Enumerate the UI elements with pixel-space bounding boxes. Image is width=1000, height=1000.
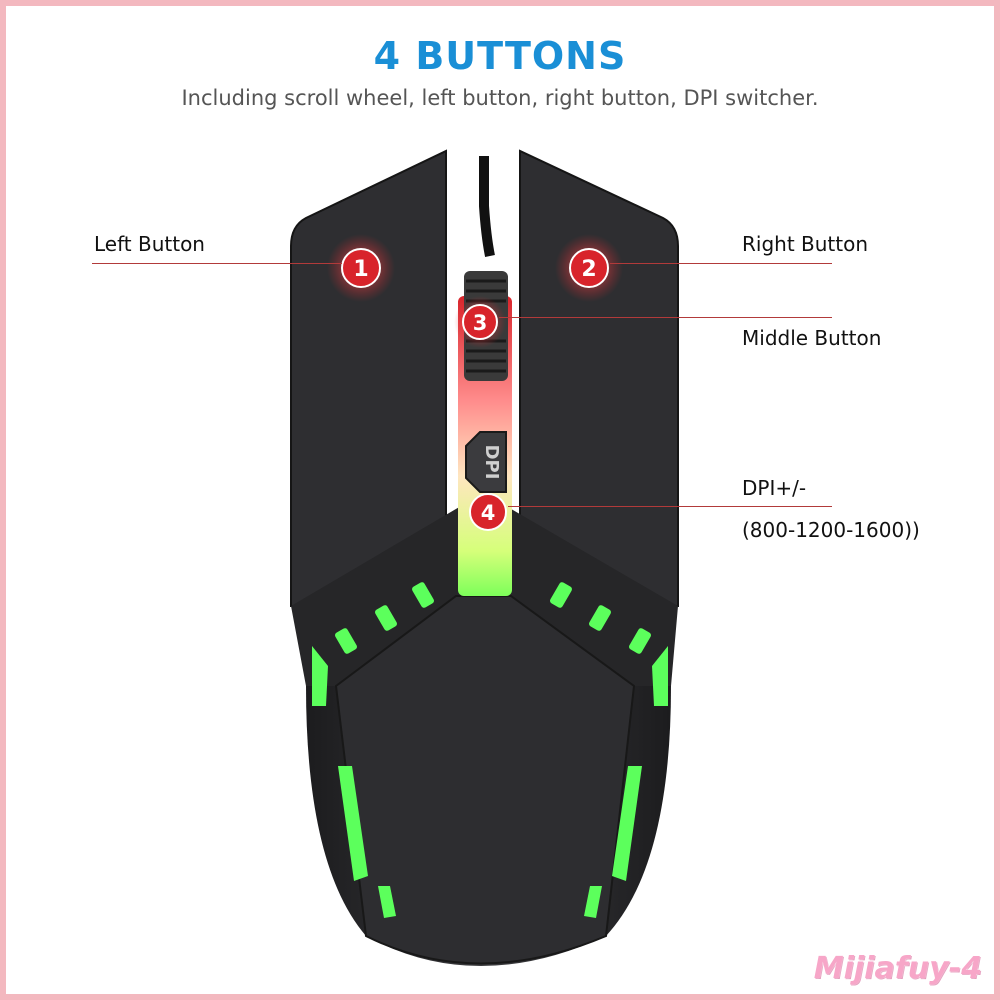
mouse-cable — [479, 156, 495, 257]
callout-line-right — [610, 263, 832, 264]
page-title: 4 BUTTONS — [373, 34, 627, 78]
palm-rest — [334, 595, 636, 965]
middle-button-label: Middle Button — [742, 326, 882, 350]
page-subtitle: Including scroll wheel, left button, rig… — [181, 86, 819, 110]
callout-badge-3: 3 — [462, 304, 498, 340]
gaming-mouse-illustration: DPI 1 2 — [290, 149, 679, 966]
dpi-button-label: DPI — [481, 445, 502, 480]
led-lights — [312, 582, 668, 918]
callout-badge-2: 2 — [569, 248, 609, 288]
product-image-frame: 4 BUTTONS Including scroll wheel, left b… — [6, 6, 994, 994]
left-button-label: Left Button — [94, 232, 205, 256]
right-button-label: Right Button — [742, 232, 869, 256]
callout-line-left — [92, 263, 342, 264]
dpi-label: DPI+/- — [742, 476, 807, 500]
shop-watermark: Mijiafuy-4 — [813, 951, 982, 986]
dpi-range-label: (800-1200-1600)) — [742, 518, 920, 542]
callout-badge-4: 4 — [469, 493, 507, 531]
dpi-button: DPI — [465, 431, 507, 493]
lower-left-panel — [291, 506, 461, 686]
svg-text:4: 4 — [481, 501, 496, 525]
callout-line-dpi — [508, 506, 832, 507]
svg-text:1: 1 — [353, 257, 368, 282]
callout-line-middle — [499, 317, 832, 318]
svg-text:3: 3 — [473, 311, 488, 335]
svg-text:2: 2 — [581, 257, 596, 282]
callout-badge-1: 1 — [341, 248, 381, 288]
